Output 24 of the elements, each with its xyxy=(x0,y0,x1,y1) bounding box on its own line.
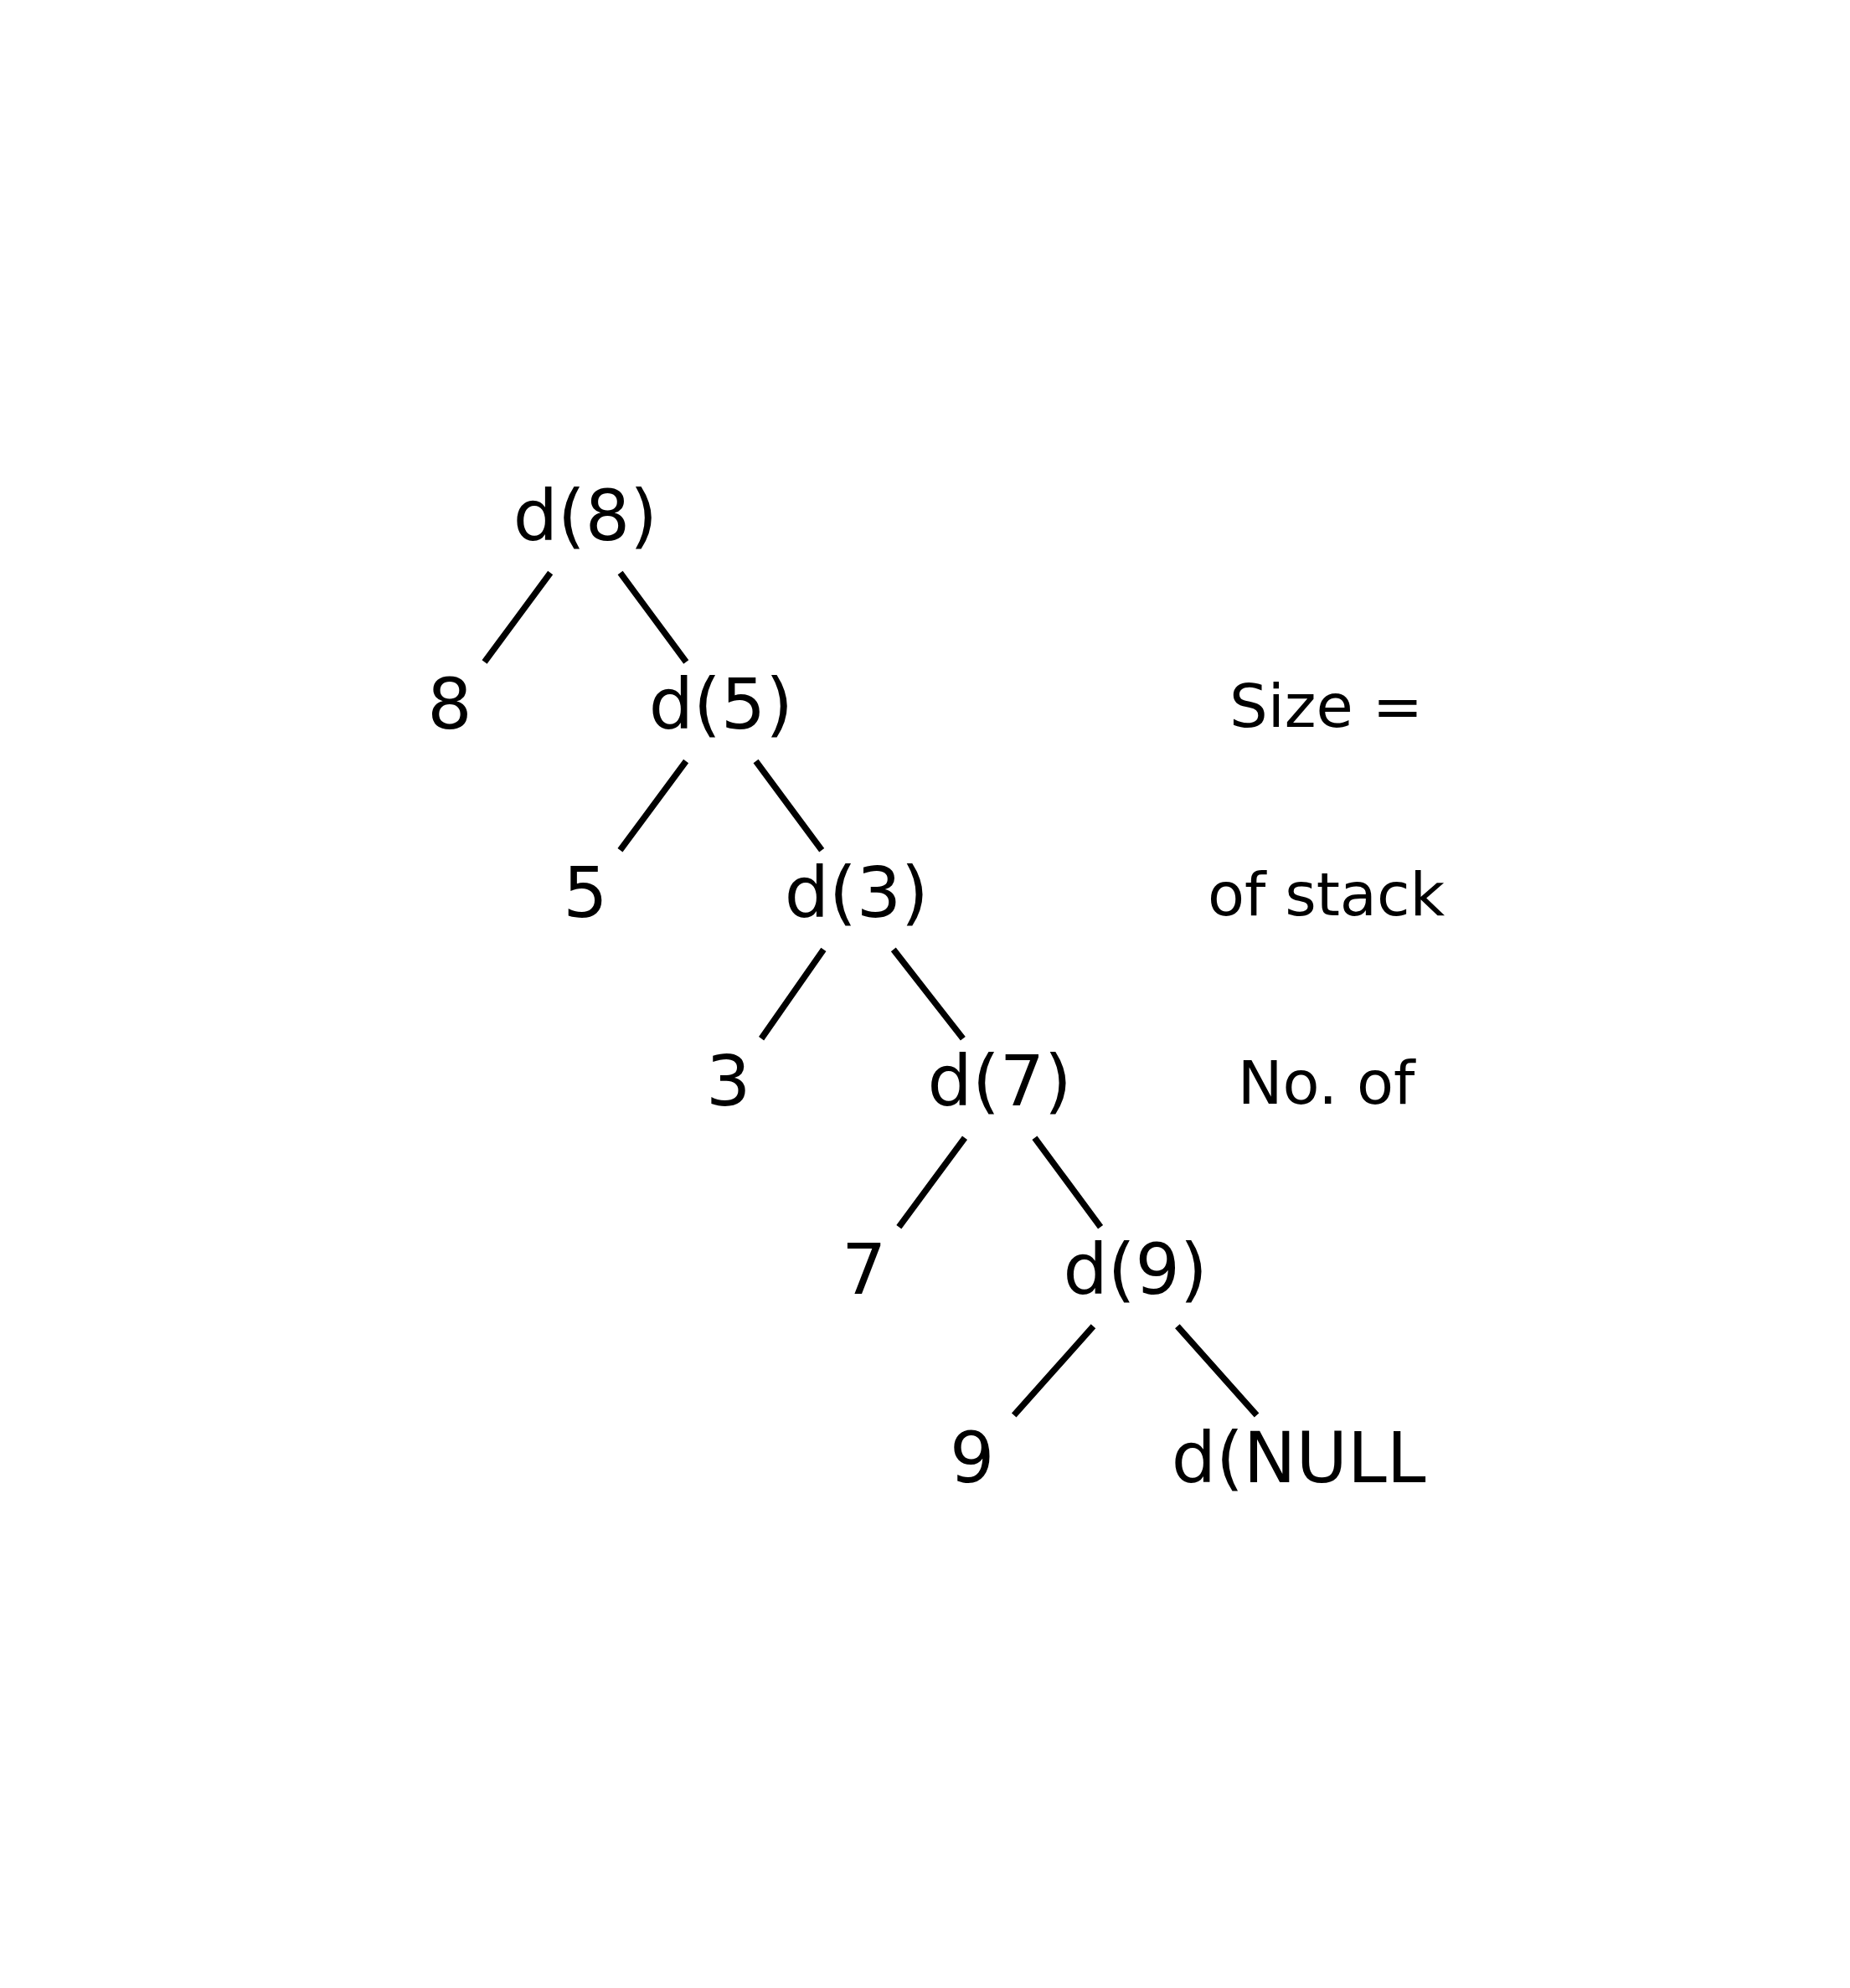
node-text: d(7) xyxy=(927,1040,1072,1123)
connector xyxy=(753,759,825,852)
label: of stack xyxy=(1207,859,1445,930)
label: Size = xyxy=(1229,671,1424,742)
node-text: 8 xyxy=(427,663,472,746)
connector xyxy=(617,759,689,852)
node-text: 9 xyxy=(950,1416,995,1499)
connector xyxy=(617,570,689,664)
node-text: d(NULL xyxy=(1171,1416,1426,1499)
connector xyxy=(1011,1324,1096,1418)
connector xyxy=(759,947,827,1041)
node-text: 7 xyxy=(842,1228,887,1311)
connector xyxy=(1175,1324,1260,1418)
node-text: 3 xyxy=(706,1040,751,1123)
connector xyxy=(1032,1136,1104,1229)
connector xyxy=(482,570,554,664)
connector xyxy=(890,947,966,1041)
connector xyxy=(896,1136,967,1229)
label: No. of xyxy=(1237,1048,1415,1119)
node-text: d(3) xyxy=(784,852,929,935)
node-text: d(9) xyxy=(1063,1228,1208,1311)
node-text: 5 xyxy=(563,852,608,935)
node-text: d(8) xyxy=(513,475,658,558)
node-text: d(5) xyxy=(648,663,793,746)
